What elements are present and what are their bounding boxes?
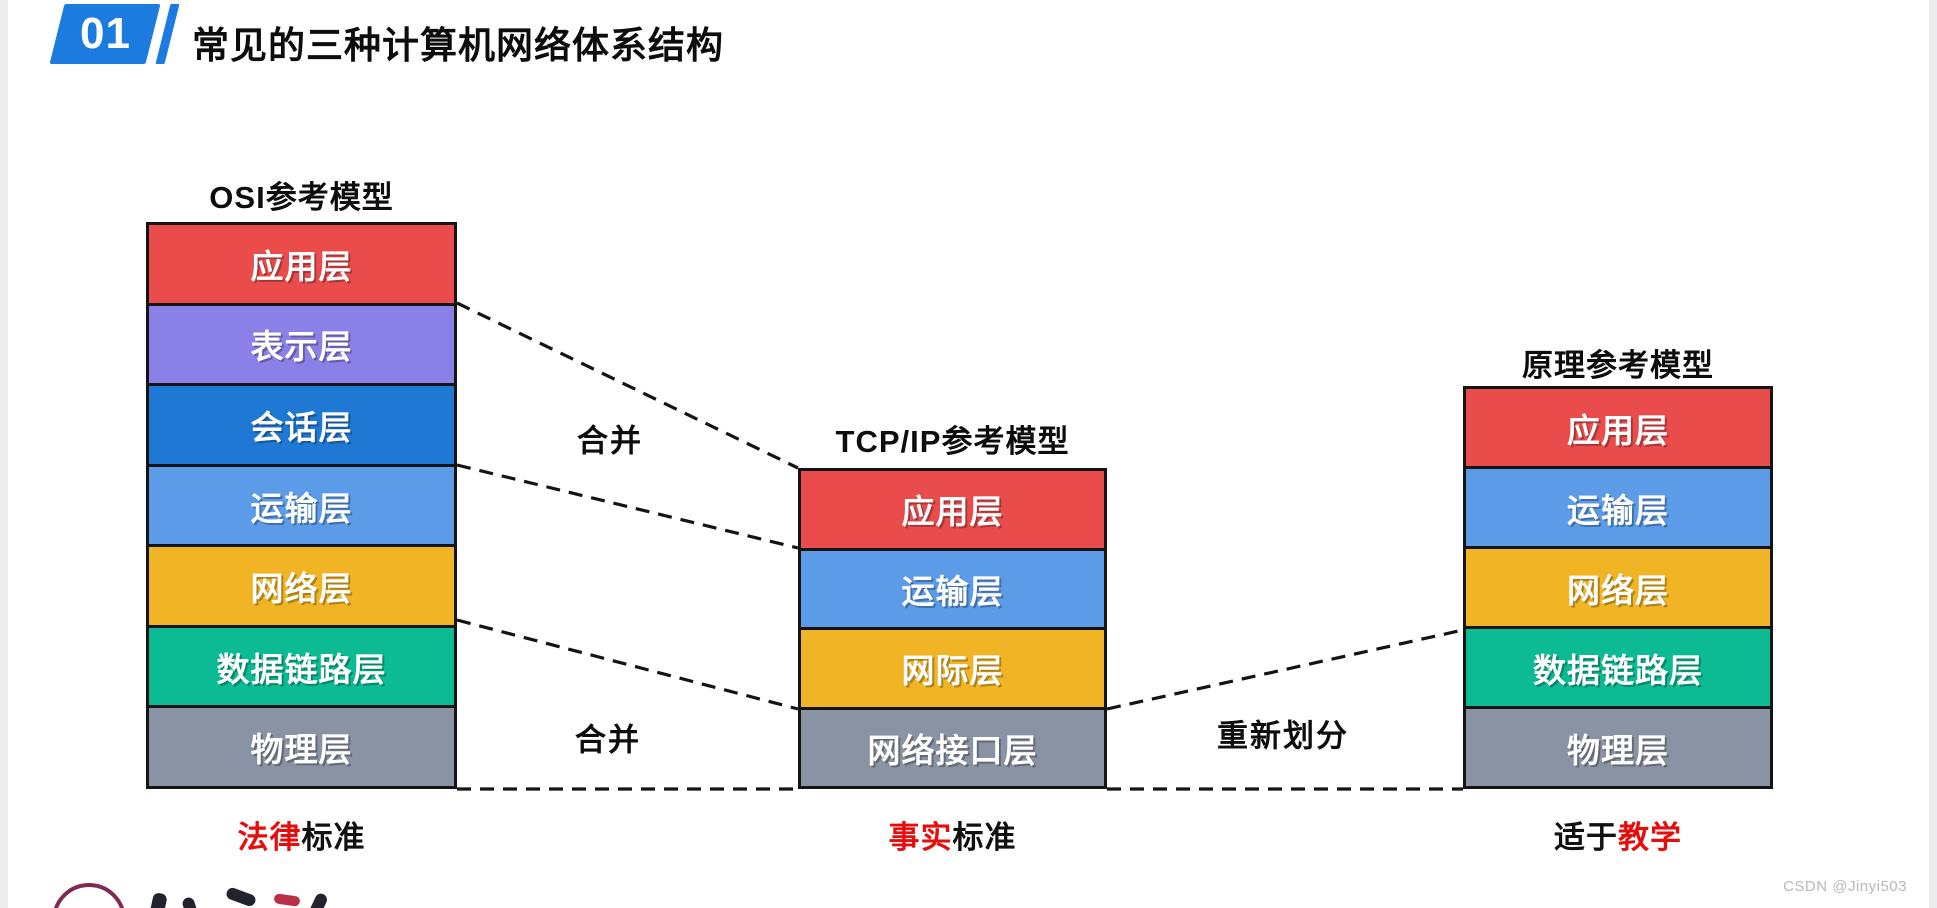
layer-label: 应用层 bbox=[1567, 411, 1669, 449]
logo-stroke bbox=[307, 891, 329, 908]
caption-segment: 标准 bbox=[952, 820, 1017, 855]
bottom-left-logo-partial bbox=[30, 853, 350, 908]
logo-stroke bbox=[181, 895, 203, 908]
layer-label: 会话层 bbox=[250, 408, 353, 446]
section-number: 01 bbox=[79, 9, 131, 58]
page-title: 常见的三种计算机网络体系结构 bbox=[192, 25, 724, 66]
csdn-watermark: CSDN @Jinyi503 bbox=[1783, 878, 1907, 895]
layer-box: 网络接口层 bbox=[801, 709, 1104, 786]
merge-line-lower-top bbox=[456, 618, 799, 711]
tcpip-model-title: TCP/IP参考模型 bbox=[835, 424, 1070, 459]
layer-box: 运输层 bbox=[801, 550, 1104, 630]
osi-model-title: OSI参考模型 bbox=[209, 180, 394, 215]
caption-segment: 教学 bbox=[1618, 820, 1682, 855]
layer-label: 表示层 bbox=[250, 328, 353, 366]
caption-segment: 标准 bbox=[301, 820, 366, 855]
principle-caption: 适于教学 bbox=[1463, 812, 1773, 857]
caption-segment: 适于 bbox=[1554, 820, 1618, 855]
layer-box: 会话层 bbox=[149, 386, 454, 467]
page-edge-left bbox=[0, 0, 8, 908]
repartition-line-top bbox=[1106, 628, 1464, 711]
merge-label-upper: 合并 bbox=[577, 423, 643, 459]
layer-box: 网际层 bbox=[801, 630, 1104, 710]
layer-label: 应用层 bbox=[250, 247, 353, 285]
layer-label: 运输层 bbox=[250, 489, 353, 527]
osi-caption: 法律标准 bbox=[146, 812, 457, 857]
layer-box: 应用层 bbox=[1466, 389, 1770, 469]
layer-box: 数据链路层 bbox=[1466, 629, 1770, 709]
badge-slash-decoration bbox=[155, 4, 180, 64]
merge-line-upper-bottom bbox=[456, 463, 799, 550]
tcpip-layer-stack: 应用层运输层网际层网络接口层 bbox=[798, 468, 1107, 789]
layer-label: 运输层 bbox=[901, 572, 1004, 610]
layer-box: 物理层 bbox=[149, 708, 454, 787]
layer-label: 网际层 bbox=[901, 652, 1004, 690]
layer-label: 数据链路层 bbox=[1533, 651, 1703, 689]
layer-box: 表示层 bbox=[149, 305, 454, 387]
layer-box: 运输层 bbox=[1466, 469, 1770, 549]
principle-model-title: 原理参考模型 bbox=[1522, 348, 1714, 383]
layer-label: 应用层 bbox=[901, 493, 1004, 531]
caption-segment: 事实 bbox=[888, 820, 953, 855]
layer-box: 物理层 bbox=[1466, 709, 1770, 786]
tcpip-caption: 事实标准 bbox=[798, 812, 1107, 857]
logo-stroke bbox=[273, 893, 301, 907]
osi-layer-stack: 应用层表示层会话层运输层网络层数据链路层物理层 bbox=[146, 222, 457, 789]
layer-label: 物理层 bbox=[1567, 731, 1669, 769]
caption-segment: 法律 bbox=[237, 820, 302, 855]
layer-label: 网络层 bbox=[250, 570, 353, 608]
principle-layer-stack: 应用层运输层网络层数据链路层物理层 bbox=[1463, 386, 1773, 789]
logo-circle-icon bbox=[52, 883, 126, 908]
logo-stroke bbox=[146, 891, 168, 908]
merge-label-lower: 合并 bbox=[575, 722, 641, 758]
section-number-badge: 01 bbox=[49, 4, 161, 64]
layer-label: 网络接口层 bbox=[867, 731, 1038, 769]
logo-stroke bbox=[224, 886, 258, 908]
layer-box: 网络层 bbox=[149, 547, 454, 628]
layer-box: 应用层 bbox=[801, 471, 1104, 551]
layer-label: 物理层 bbox=[250, 731, 353, 769]
layer-box: 网络层 bbox=[1466, 549, 1770, 629]
layer-box: 应用层 bbox=[149, 225, 454, 306]
repartition-label: 重新划分 bbox=[1217, 718, 1349, 754]
layer-label: 运输层 bbox=[1567, 491, 1669, 529]
layer-label: 数据链路层 bbox=[216, 650, 387, 688]
layer-box: 运输层 bbox=[149, 466, 454, 548]
page-edge-right bbox=[1929, 0, 1937, 908]
layer-label: 网络层 bbox=[1567, 571, 1669, 609]
layer-box: 数据链路层 bbox=[149, 627, 454, 709]
